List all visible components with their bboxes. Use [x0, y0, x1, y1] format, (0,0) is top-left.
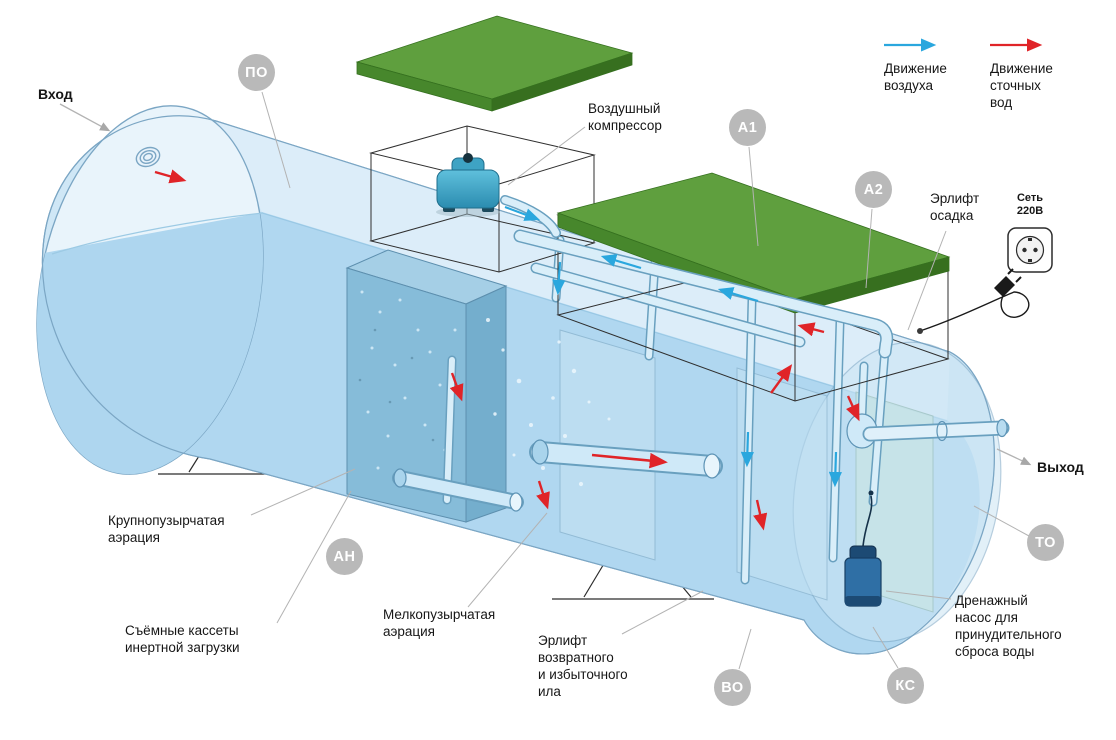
badge-vo: ВО	[714, 669, 751, 706]
air-bubbles	[486, 318, 611, 487]
air-compressor	[436, 153, 500, 217]
power-plug-icon	[994, 268, 1022, 297]
wastewater-flow-arrows	[154, 169, 860, 531]
waterline	[261, 212, 948, 422]
label-inert-cassettes: Съёмные кассеты инертной загрузки	[125, 623, 240, 655]
outlet-pipe	[846, 413, 1010, 449]
badge-ks: КС	[887, 667, 924, 704]
legend-air-label: Движение воздуха	[884, 61, 947, 93]
label-fine-aeration: Мелкопузырчатая аэрация	[383, 607, 496, 639]
coarse-aeration-tube	[392, 468, 524, 512]
label-inlet: Вход	[38, 86, 73, 102]
badge-a2: А2	[855, 171, 892, 208]
label-power-socket: Сеть 220В	[1016, 192, 1044, 217]
label-pointer-arrows	[59, 103, 1032, 466]
inert-cassette-block	[345, 249, 508, 523]
label-compressor: Воздушный компрессор	[588, 101, 662, 133]
label-drain-pump: Дренажный насос для принудительного сбро…	[955, 593, 1062, 659]
green-cover-small	[355, 15, 634, 112]
drain-pump	[844, 490, 882, 607]
leader-lines	[250, 91, 1030, 670]
air-flow-arrows	[504, 205, 842, 488]
power-socket-icon	[1007, 227, 1053, 273]
badge-a1: А1	[729, 109, 766, 146]
legend-wastewater-label: Движение сточных вод	[990, 61, 1053, 110]
label-outlet: Выход	[1037, 459, 1084, 475]
label-return-sludge-airlift: Эрлифт возвратного и избыточного ила	[538, 633, 628, 699]
power-cable	[919, 291, 1030, 332]
tank-outline	[41, 115, 995, 655]
label-coarse-aeration: Крупнопузырчатая аэрация	[108, 513, 225, 545]
cable-junction	[917, 328, 923, 334]
inlet-pipe-rings	[135, 146, 161, 168]
pump-cable	[862, 495, 873, 547]
label-sludge-airlift: Эрлифт осадка	[930, 191, 980, 223]
badge-po: ПО	[238, 54, 275, 91]
badge-an: АН	[326, 538, 363, 575]
badge-to: ТО	[1027, 524, 1064, 561]
tank-freeboard	[216, 121, 950, 420]
